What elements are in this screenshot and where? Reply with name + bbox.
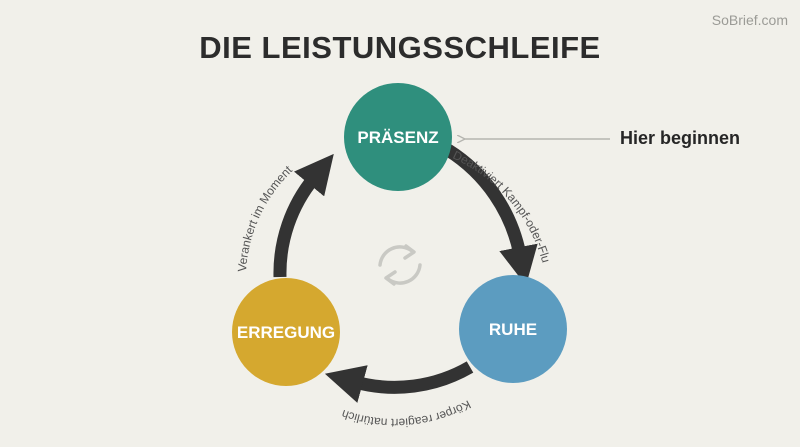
node-erregung: ERREGUNG xyxy=(232,278,340,386)
arrow-erregung-to-praesenz xyxy=(273,153,334,278)
node-ruhe: RUHE xyxy=(459,275,567,383)
edge-label-ruhe-erregung-text: Körper reagiert natürlich xyxy=(340,397,473,430)
node-praesenz-circle xyxy=(344,83,452,191)
cycle-icon xyxy=(378,244,422,286)
node-erregung-circle xyxy=(232,278,340,386)
page-title: DIE LEISTUNGSSCHLEIFE xyxy=(199,30,601,65)
arrow-ruhe-to-erregung xyxy=(324,361,474,403)
node-ruhe-circle xyxy=(459,275,567,383)
edge-label-ruhe-erregung: Körper reagiert natürlich xyxy=(340,397,473,430)
edge-label-praesenz-ruhe-text: Deaktiviert Kampf-oder-Flucht xyxy=(0,0,553,264)
brand-watermark: SoBrief.com xyxy=(711,12,788,28)
start-here-label: Hier beginnen xyxy=(620,128,741,148)
arrow-praesenz-to-ruhe xyxy=(444,144,538,286)
edge-label-praesenz-ruhe: Deaktiviert Kampf-oder-Flucht xyxy=(0,0,553,264)
node-erregung-label: ERREGUNG xyxy=(237,323,335,342)
node-ruhe-label: RUHE xyxy=(489,320,537,339)
node-praesenz-label: PRÄSENZ xyxy=(357,128,438,147)
node-praesenz: PRÄSENZ xyxy=(344,83,452,191)
